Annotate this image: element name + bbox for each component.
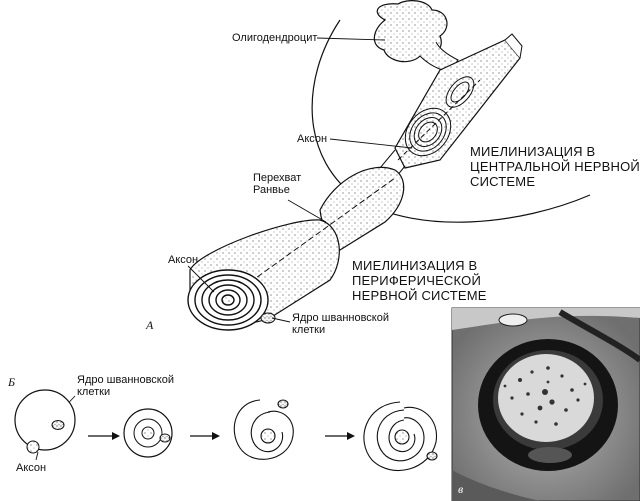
panel-b-stage-1: [14, 389, 76, 454]
cns-axon-tip: [504, 33, 523, 59]
label-pns-myelination: МИЕЛИНИЗАЦИЯ В ПЕРИФЕРИЧЕСКОЙ НЕРВНОЙ СИ…: [352, 258, 487, 303]
panel-label-v: в: [458, 482, 464, 496]
arrow-2-head: [212, 432, 220, 440]
label-axon-pns: Аксон: [168, 254, 199, 266]
panel-label-b: Б: [8, 375, 16, 389]
cns-myelin-spiral: [404, 76, 475, 157]
arrow-3-head: [347, 432, 355, 440]
label-schwann-nucleus-a: Ядро шванновской клетки: [292, 312, 390, 336]
panel-b-stage-3: [233, 399, 294, 460]
panel-label-a: А: [146, 318, 154, 332]
label-schwann-nucleus-b: Ядро шванновской клетки: [77, 374, 175, 398]
pns-cross-section: [187, 269, 269, 331]
label-node-ranvier: Перехват Ранвье: [253, 172, 302, 196]
arrow-1-head: [112, 432, 120, 440]
oligodendrocyte-body: [373, 0, 448, 63]
pns-axon-dash: [227, 177, 396, 299]
label-axon-b: Аксон: [16, 462, 47, 474]
cns-axon-core: [397, 79, 481, 161]
micrograph-panel: [451, 307, 640, 501]
panel-b-stage-4: [363, 401, 438, 471]
label-axon-cns: Аксон: [297, 133, 328, 145]
label-oligodendrocyte: Олигодендроцит: [232, 32, 318, 44]
panel-b-stage-2: [123, 408, 173, 458]
schwann-nucleus-a: [260, 312, 276, 324]
label-cns-myelination: МИЕЛИНИЗАЦИЯ В ЦЕНТРАЛЬНОЙ НЕРВНОЙ СИСТЕ…: [470, 144, 640, 189]
leader-lines: [35, 37, 413, 461]
